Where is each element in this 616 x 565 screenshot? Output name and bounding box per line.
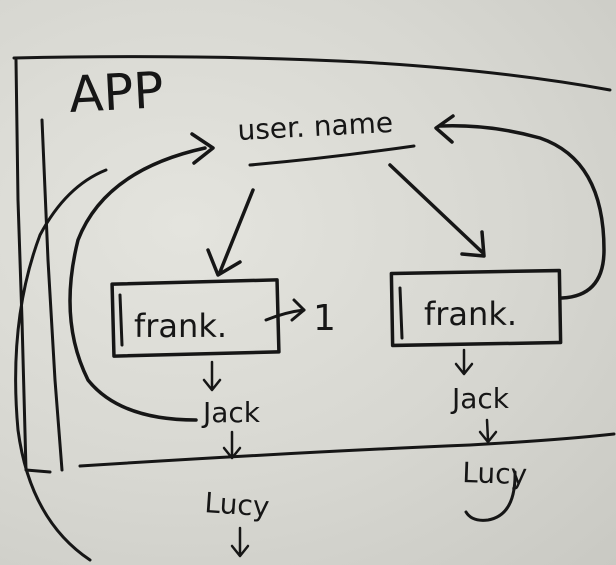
app-container-border bbox=[14, 58, 52, 474]
left-chain-arrow-2 bbox=[222, 430, 242, 460]
right-chain-item-2: Lucy bbox=[462, 456, 528, 491]
right-chain-tail-curve bbox=[464, 470, 517, 522]
root-node-label: user. name bbox=[237, 106, 394, 147]
arrow-head-right-input bbox=[460, 230, 486, 258]
left-input-output-arrowhead bbox=[290, 298, 306, 322]
arrow-root-to-left-input bbox=[218, 188, 255, 274]
outer-loop-left bbox=[14, 168, 108, 562]
left-chain-item-1: Jack bbox=[201, 396, 261, 429]
right-input-cursor bbox=[398, 286, 404, 340]
left-chain-item-2: Lucy bbox=[204, 486, 271, 523]
feedback-loop-left bbox=[68, 146, 207, 422]
left-chain-arrow-1 bbox=[202, 360, 222, 392]
app-title: APP bbox=[68, 61, 165, 124]
left-chain-arrow-3 bbox=[230, 526, 250, 558]
arrow-root-to-right-input bbox=[388, 163, 485, 255]
left-input-output-arrow bbox=[264, 308, 306, 322]
left-input-cursor bbox=[118, 293, 124, 347]
right-chain-arrow-1 bbox=[454, 348, 474, 376]
left-input-output-value: 1 bbox=[313, 298, 336, 339]
right-chain-item-1: Jack bbox=[450, 382, 510, 415]
app-container-top-edge bbox=[12, 55, 612, 92]
root-node-underline bbox=[248, 144, 416, 167]
feedback-loop-right-arrowhead bbox=[434, 114, 455, 144]
feedback-loop-left-arrowhead bbox=[190, 132, 215, 165]
arrow-head-left-input bbox=[206, 248, 242, 277]
right-chain-arrow-2 bbox=[478, 418, 498, 444]
feedback-loop-right bbox=[438, 124, 606, 300]
right-input-text: frank. bbox=[424, 295, 517, 333]
app-container-bottom-edge bbox=[78, 432, 616, 468]
app-container-inner-left bbox=[40, 118, 64, 472]
right-input-box[interactable] bbox=[389, 268, 563, 348]
left-input-text: frank. bbox=[134, 307, 227, 345]
